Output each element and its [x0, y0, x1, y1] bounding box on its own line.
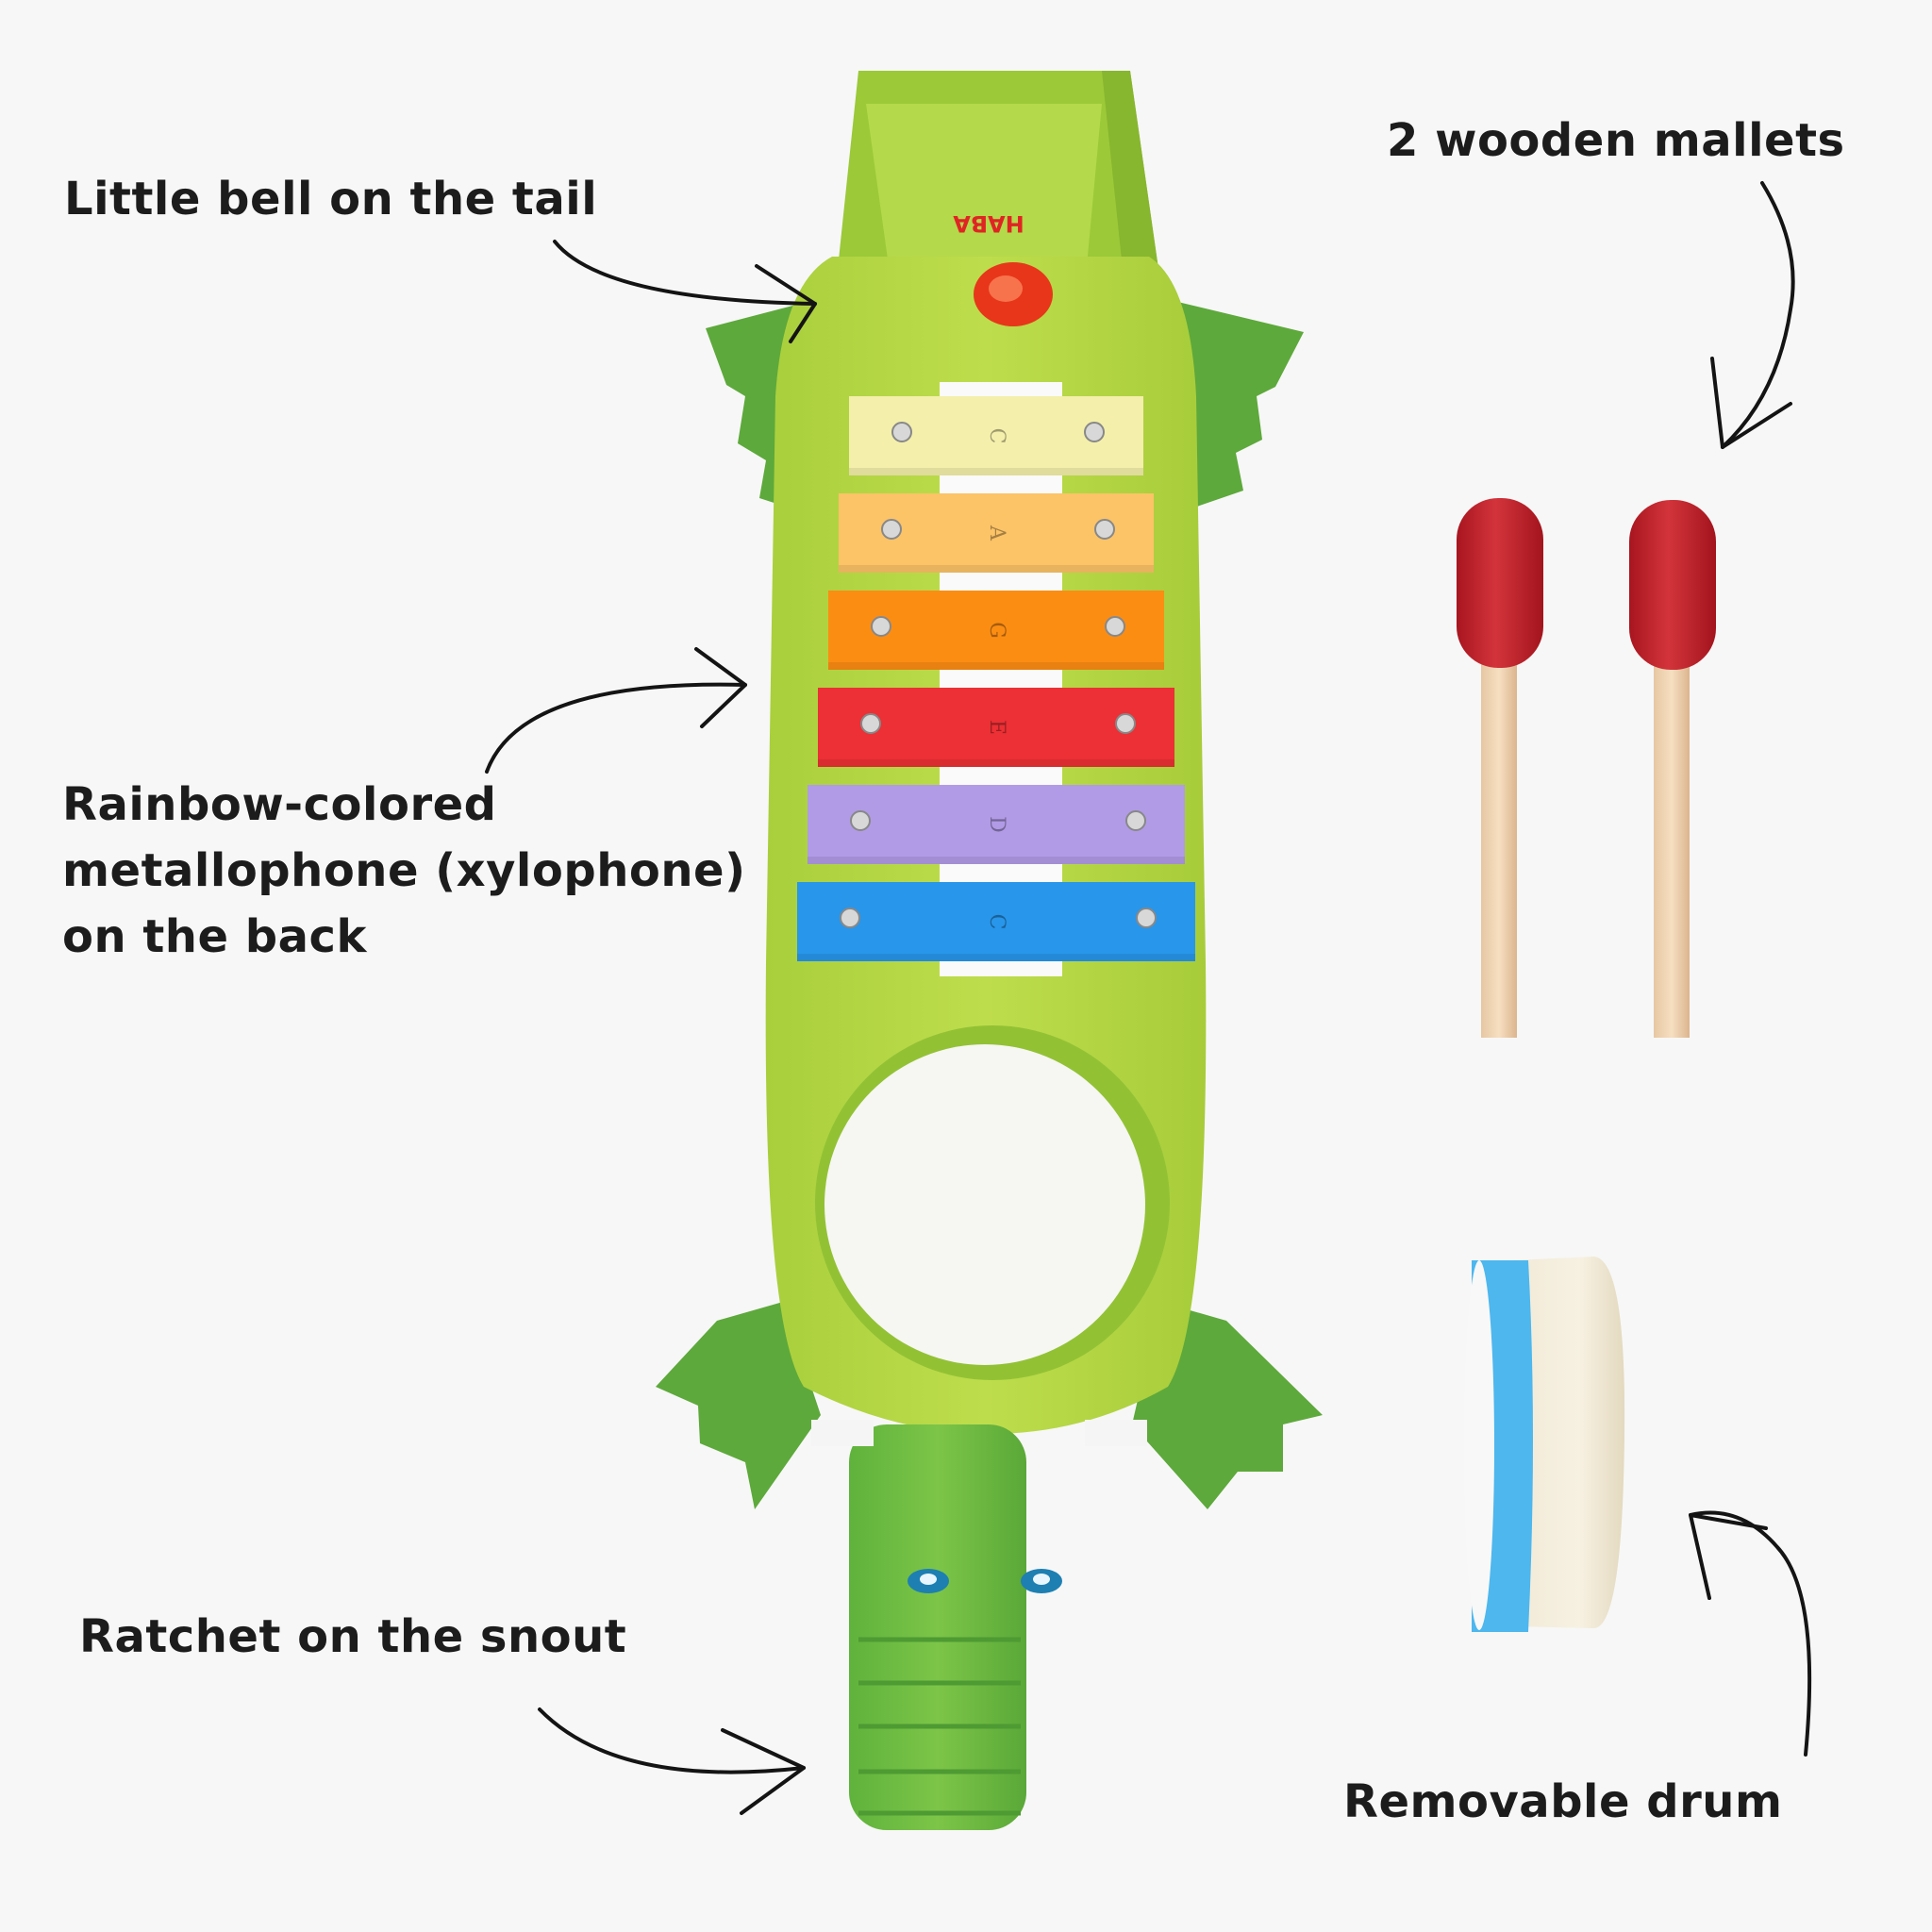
metallophone-bar-3[interactable]: G [828, 591, 1164, 670]
arrow-metallophone [485, 647, 747, 774]
callout-drum-text: Removable drum [1343, 1775, 1783, 1828]
callout-drum: Removable drum [1343, 1769, 1782, 1835]
callout-metallophone-line-2: metallophone (xylophone) [62, 844, 746, 897]
mallet-right[interactable] [1629, 500, 1716, 1038]
bar-screw [850, 810, 871, 831]
drum[interactable] [1464, 1257, 1625, 1632]
callout-metallophone: Rainbow-colored metallophone (xylophone)… [62, 772, 746, 970]
bar-screw [881, 519, 902, 540]
bar-screw [1115, 713, 1136, 734]
bar-screw [1084, 422, 1105, 442]
arrow-bell [553, 240, 817, 343]
callout-ratchet: Ratchet on the snout [79, 1604, 626, 1670]
metallophone-bar-6[interactable]: C [797, 882, 1195, 961]
bar-screw [1136, 908, 1157, 928]
callout-mallets-text: 2 wooden mallets [1387, 114, 1845, 167]
callout-metallophone-line-1: Rainbow-colored [62, 778, 497, 831]
bar-note-label: C [985, 428, 1008, 444]
callout-bell-text: Little bell on the tail [64, 173, 598, 225]
bar-note-label: E [985, 720, 1008, 735]
callout-metallophone-line-3: on the back [62, 910, 367, 963]
metallophone-bar-4[interactable]: E [818, 688, 1174, 767]
left-lower-fin [656, 1302, 821, 1509]
callout-ratchet-text: Ratchet on the snout [79, 1610, 627, 1663]
ratchet-ridges [858, 1637, 1021, 1816]
metallophone-bar-5[interactable]: D [808, 785, 1185, 864]
bar-note-label: D [985, 816, 1008, 833]
bar-screw [871, 616, 891, 637]
bar-screw [860, 713, 881, 734]
metallophone-bar-2[interactable]: A [839, 493, 1154, 573]
bar-screw [891, 422, 912, 442]
crocodile-toy: HABA C A G E D C [656, 71, 1323, 1830]
right-upper-fin [1170, 300, 1304, 509]
metallophone-bar-1[interactable]: C [849, 396, 1143, 475]
callout-mallets: 2 wooden mallets [1387, 108, 1845, 174]
bar-screw [1094, 519, 1115, 540]
mallet-left[interactable] [1457, 498, 1543, 1038]
bar-screw [1125, 810, 1146, 831]
callout-bell: Little bell on the tail [64, 166, 597, 232]
bar-rail [940, 382, 1062, 976]
arrow-ratchet [538, 1707, 806, 1815]
bar-note-label: G [985, 622, 1008, 639]
arrow-mallets [1710, 181, 1795, 449]
arrow-drum [1689, 1510, 1812, 1757]
bar-note-label: A [985, 525, 1008, 541]
metallophone[interactable]: C A G E D C [797, 396, 1195, 961]
bar-screw [1105, 616, 1125, 637]
bar-note-label: C [985, 914, 1008, 930]
haba-logo: HABA [953, 210, 1024, 237]
bar-screw [840, 908, 860, 928]
